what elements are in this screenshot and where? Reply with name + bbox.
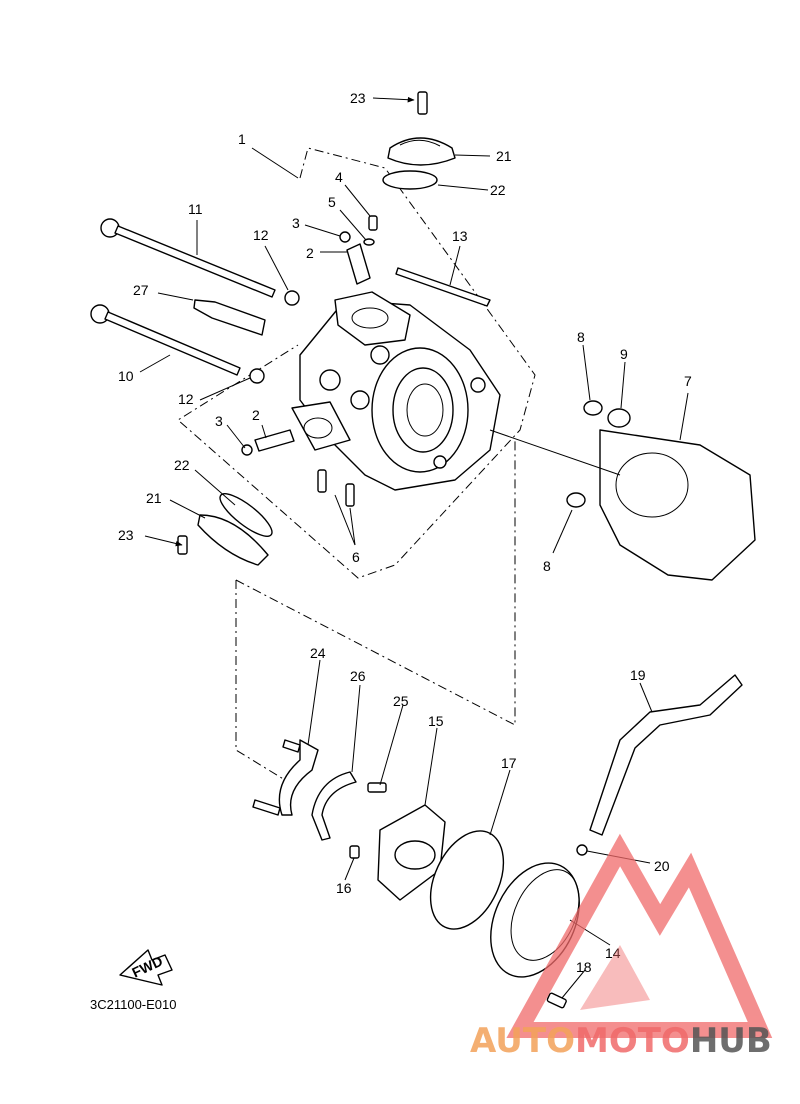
callout: 19 bbox=[630, 667, 646, 683]
assembly-frame-cover-2 bbox=[235, 440, 516, 726]
callout: 1 bbox=[238, 131, 246, 147]
callout: 23 bbox=[118, 527, 134, 543]
assembly-frame-cover bbox=[235, 580, 286, 781]
dowel-2-top bbox=[346, 243, 371, 285]
callouts: 23 21 22 1 4 5 3 2 11 12 13 27 10 12 3 2… bbox=[118, 90, 692, 975]
callout: 11 bbox=[188, 201, 203, 217]
dowel-8-bottom bbox=[566, 492, 586, 508]
callout: 23 bbox=[350, 90, 366, 106]
callout: 24 bbox=[310, 645, 326, 661]
callout: 5 bbox=[328, 194, 336, 210]
cylinder-head bbox=[291, 291, 501, 491]
washer-5 bbox=[363, 238, 375, 246]
tappet-cover-left bbox=[197, 514, 269, 566]
callout: 8 bbox=[577, 329, 585, 345]
callout: 21 bbox=[496, 148, 512, 164]
tappet-cover-top bbox=[387, 137, 456, 166]
dowel-6-b bbox=[345, 483, 355, 507]
callout: 12 bbox=[253, 227, 269, 243]
clip-26 bbox=[311, 771, 357, 841]
callout: 25 bbox=[393, 693, 409, 709]
fwd-arrow: FWD bbox=[119, 949, 173, 986]
callout: 7 bbox=[684, 373, 692, 389]
callout: 3 bbox=[292, 215, 300, 231]
callout: 27 bbox=[133, 282, 149, 298]
callout: 2 bbox=[252, 407, 260, 423]
seal-9 bbox=[607, 408, 631, 428]
stud-bolt-11 bbox=[100, 218, 276, 298]
callout: 9 bbox=[620, 346, 628, 362]
dowel-8-top bbox=[583, 400, 603, 416]
callout: 10 bbox=[118, 368, 134, 384]
callout: 14 bbox=[605, 945, 621, 961]
spark-plug-27 bbox=[193, 299, 266, 336]
tappet-cover-bolt-top bbox=[417, 91, 428, 115]
callout: 17 bbox=[501, 755, 517, 771]
bolt-16 bbox=[349, 845, 360, 859]
cover-gasket-left bbox=[219, 493, 273, 537]
bolt-18 bbox=[546, 992, 567, 1009]
stud-bolt-13 bbox=[395, 267, 491, 307]
assembly-frame-head bbox=[177, 147, 536, 579]
callout: 4 bbox=[335, 169, 343, 185]
oring-17 bbox=[429, 830, 505, 930]
diagram-code: 3C21100-E010 bbox=[90, 997, 177, 1012]
callout: 26 bbox=[350, 668, 366, 684]
flange-15 bbox=[377, 804, 446, 901]
callout: 6 bbox=[352, 549, 360, 565]
cylinder-gasket-7 bbox=[599, 429, 756, 581]
callout: 16 bbox=[336, 880, 352, 896]
washer-12-bottom bbox=[249, 368, 265, 384]
bolt-25 bbox=[367, 782, 387, 793]
callout: 22 bbox=[174, 457, 190, 473]
leader-lines bbox=[139, 96, 689, 999]
cover-gasket-top bbox=[382, 170, 438, 190]
washer-12-top bbox=[284, 290, 300, 306]
callout: 22 bbox=[490, 182, 506, 198]
clamp-20 bbox=[576, 844, 588, 856]
callout: 15 bbox=[428, 713, 444, 729]
callout: 2 bbox=[306, 245, 314, 261]
dowel-6-a bbox=[317, 469, 327, 493]
breather-hose-19 bbox=[589, 674, 743, 836]
callout: 8 bbox=[543, 558, 551, 574]
stud-bolt-10 bbox=[90, 304, 241, 376]
callout: 3 bbox=[215, 413, 223, 429]
callout: 18 bbox=[576, 959, 592, 975]
oring-3-top bbox=[339, 231, 351, 243]
dowel-2-bottom bbox=[254, 429, 295, 452]
tappet-cover-bolt-left bbox=[177, 535, 188, 555]
bolt-4 bbox=[368, 215, 378, 231]
bracket-24 bbox=[252, 739, 319, 816]
callout: 13 bbox=[452, 228, 468, 244]
callout: 20 bbox=[654, 858, 670, 874]
callout: 21 bbox=[146, 490, 162, 506]
callout: 12 bbox=[178, 391, 194, 407]
